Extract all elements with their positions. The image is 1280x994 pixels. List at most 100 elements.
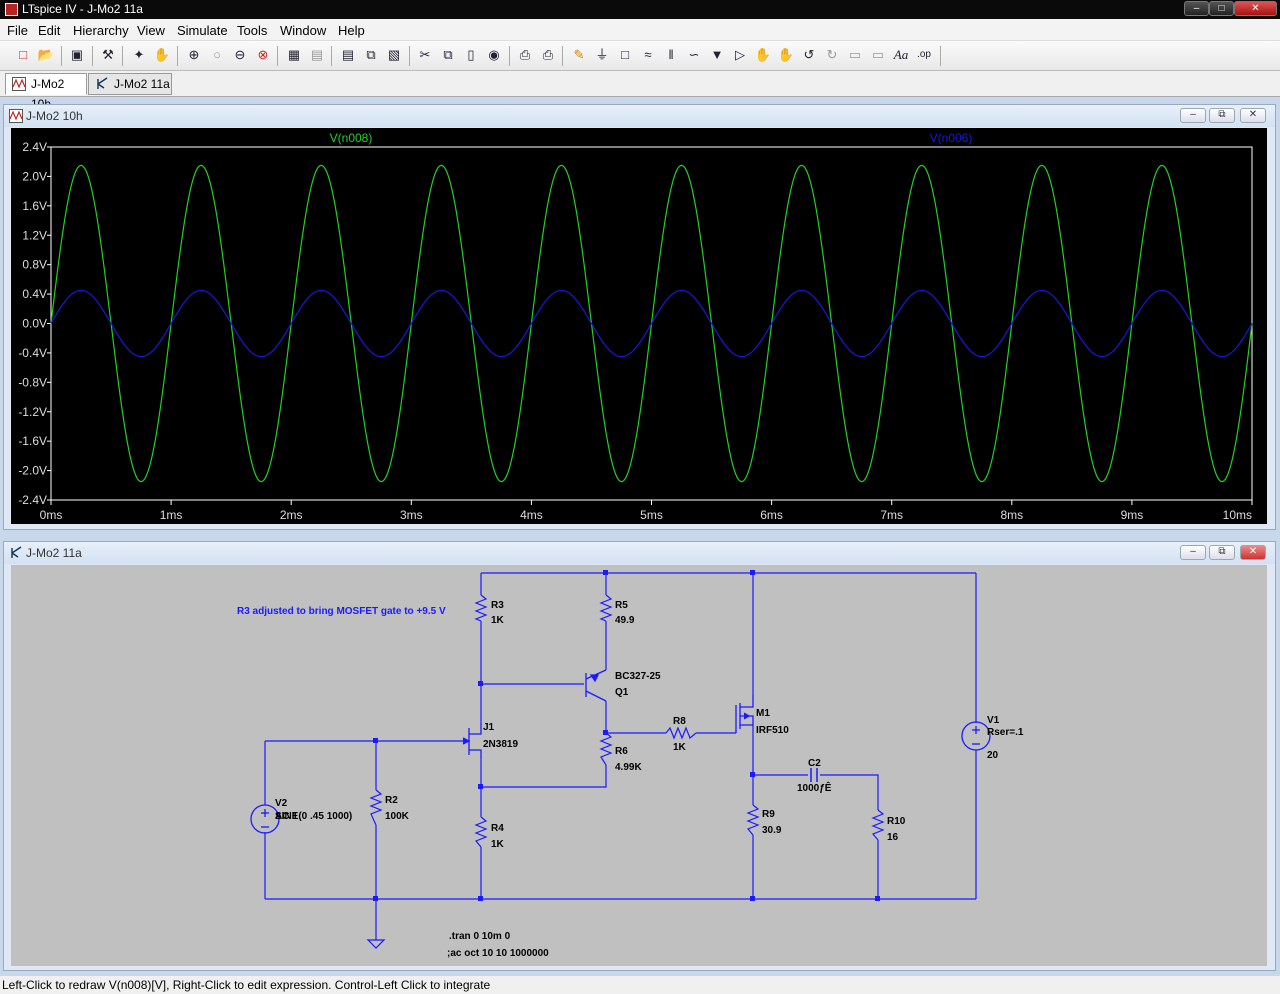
menu-simulate[interactable]: Simulate	[177, 23, 228, 38]
menu-tools[interactable]: Tools	[237, 23, 268, 38]
x-tick-label: 10ms	[1223, 508, 1252, 522]
r4-value: 1K	[491, 839, 505, 850]
cut-icon[interactable]: ✂	[419, 47, 431, 62]
mirror-icon[interactable]: ▭	[871, 47, 885, 62]
menu-view[interactable]: View	[137, 23, 165, 38]
tab-schematic[interactable]: J-Mo2 11a	[88, 73, 172, 95]
paste-icon[interactable]: ▯	[467, 47, 475, 62]
resistor-icon[interactable]: ≈	[644, 47, 652, 62]
window-title: LTspice IV - J-Mo2 11a	[22, 2, 143, 16]
r5-name: R5	[615, 600, 628, 611]
trace-label-v-n008[interactable]: V(n008)	[330, 131, 373, 145]
print-setup-icon[interactable]: ⎙	[519, 47, 531, 62]
r10-symbol	[871, 809, 885, 841]
junction-dots	[373, 570, 880, 901]
r8-symbol	[665, 726, 697, 740]
x-tick-label: 4ms	[520, 508, 543, 522]
trace-v-n006[interactable]	[50, 289, 1253, 358]
cascade-icon[interactable]: ⧉	[366, 47, 376, 62]
menu-window[interactable]: Window	[280, 23, 327, 38]
c2-symbol[interactable]	[810, 768, 818, 782]
tab-waveform[interactable]: J-Mo2 10h	[5, 73, 87, 111]
menu-edit[interactable]: Edit	[38, 23, 61, 38]
copy-icon[interactable]: ⧉	[443, 47, 453, 62]
menu-help[interactable]: Help	[338, 23, 365, 38]
v1-name: V1	[987, 715, 1000, 726]
j1-symbol[interactable]	[462, 723, 482, 758]
maximize-button[interactable]: □	[1209, 1, 1234, 16]
status-bar: Left-Click to redraw V(n008)[V], Right-C…	[0, 976, 1280, 994]
r2-value: 100K	[385, 811, 410, 822]
ground-icon[interactable]: ⏚	[595, 47, 609, 62]
rotate-icon[interactable]: ▭	[848, 47, 862, 62]
ground-icon[interactable]	[366, 939, 386, 949]
y-tick-label: -0.8V	[18, 375, 47, 389]
r4-name: R4	[491, 823, 504, 834]
autorange-icon[interactable]: ▦	[287, 47, 301, 62]
schematic-drawing[interactable]: R3 adjusted to bring MOSFET gate to +9.5…	[11, 565, 1267, 966]
tile-vertical-icon[interactable]: ▧	[387, 47, 401, 62]
waveform-restore-button[interactable]: ⧉	[1209, 108, 1235, 123]
resistor-symbols[interactable]	[369, 594, 885, 848]
minimize-button[interactable]: –	[1184, 1, 1209, 16]
menu-file[interactable]: File	[7, 23, 28, 38]
print-icon[interactable]: ⎙	[542, 47, 554, 62]
waveform-chart[interactable]: V(n008) V(n006) 2.4V2.0V1.6V1.2V0.8V0.4V…	[11, 128, 1267, 524]
halt-icon[interactable]: ✋	[153, 47, 171, 62]
diode-icon[interactable]: ▼	[710, 47, 724, 62]
schematic-window-caption: J-Mo2 11a – ⧉ ✕	[4, 542, 1275, 564]
v2-symbol[interactable]	[250, 804, 280, 834]
control-panel-icon[interactable]: ⚒	[102, 47, 114, 62]
r10-name: R10	[887, 816, 906, 827]
toolbar: □ 📂 ▣ ⚒ ✦ ✋ ⊕ ○ ⊖ ⊗ ▦ ▤ ▤ ⧉ ▧ ✂ ⧉ ▯ ◉ ⎙ …	[0, 41, 1280, 71]
r9-name: R9	[762, 809, 775, 820]
schematic-minimize-button[interactable]: –	[1180, 545, 1206, 560]
menu-hierarchy[interactable]: Hierarchy	[73, 23, 129, 38]
zoom-fit-icon[interactable]: ⊗	[257, 47, 269, 62]
zoom-out-icon[interactable]: ⊖	[234, 47, 246, 62]
spice-directive-icon[interactable]: .op	[917, 49, 931, 60]
schematic-restore-button[interactable]: ⧉	[1209, 545, 1235, 560]
drag-icon[interactable]: ✋	[777, 47, 795, 62]
schematic-window-title: J-Mo2 11a	[26, 546, 82, 560]
x-tick-label: 2ms	[280, 508, 303, 522]
tab-label: J-Mo2 11a	[114, 77, 170, 91]
new-schematic-icon[interactable]: □	[19, 47, 27, 62]
v2-name: V2	[275, 798, 288, 809]
inductor-icon[interactable]: ∽	[688, 47, 700, 62]
component-icon[interactable]: ▷	[735, 47, 745, 62]
wire-icon[interactable]: ✎	[573, 47, 585, 62]
y-tick-label: -0.4V	[18, 346, 47, 360]
move-icon[interactable]: ✋	[754, 47, 772, 62]
tile-horizontal-icon[interactable]: ▤	[341, 47, 355, 62]
open-icon[interactable]: 📂	[37, 47, 55, 62]
waveform-window-caption: J-Mo2 10h – ⧉ ✕	[4, 105, 1275, 127]
wires[interactable]	[264, 572, 977, 940]
grid-icon[interactable]: ▤	[310, 47, 324, 62]
schematic-close-button[interactable]: ✕	[1240, 545, 1266, 560]
c2-name: C2	[808, 758, 821, 769]
x-tick-label: 7ms	[880, 508, 903, 522]
redo-icon[interactable]: ↻	[826, 47, 838, 62]
capacitor-icon[interactable]: ‖	[668, 47, 674, 62]
waveform-minimize-button[interactable]: –	[1180, 108, 1206, 123]
v1-symbol[interactable]	[961, 721, 991, 751]
schematic-canvas[interactable]: R3 adjusted to bring MOSFET gate to +9.5…	[11, 565, 1267, 966]
r2-symbol	[369, 789, 383, 826]
m1-symbol[interactable]	[735, 695, 754, 733]
x-tick-label: 1ms	[160, 508, 183, 522]
trace-label-v-n006[interactable]: V(n006)	[930, 131, 973, 145]
schematic-icon	[11, 546, 22, 558]
run-icon[interactable]: ✦	[133, 47, 145, 62]
label-net-icon[interactable]: □	[621, 47, 629, 62]
waveform-close-button[interactable]: ✕	[1240, 108, 1266, 123]
save-icon[interactable]: ▣	[70, 47, 84, 62]
zoom-in-icon[interactable]: ⊕	[188, 47, 200, 62]
pan-icon[interactable]: ○	[213, 47, 221, 62]
close-button[interactable]: ✕	[1234, 1, 1277, 16]
find-icon[interactable]: ◉	[488, 47, 500, 62]
undo-icon[interactable]: ↺	[803, 47, 815, 62]
text-icon[interactable]: Aa	[893, 47, 909, 62]
q1-symbol[interactable]	[585, 669, 607, 702]
